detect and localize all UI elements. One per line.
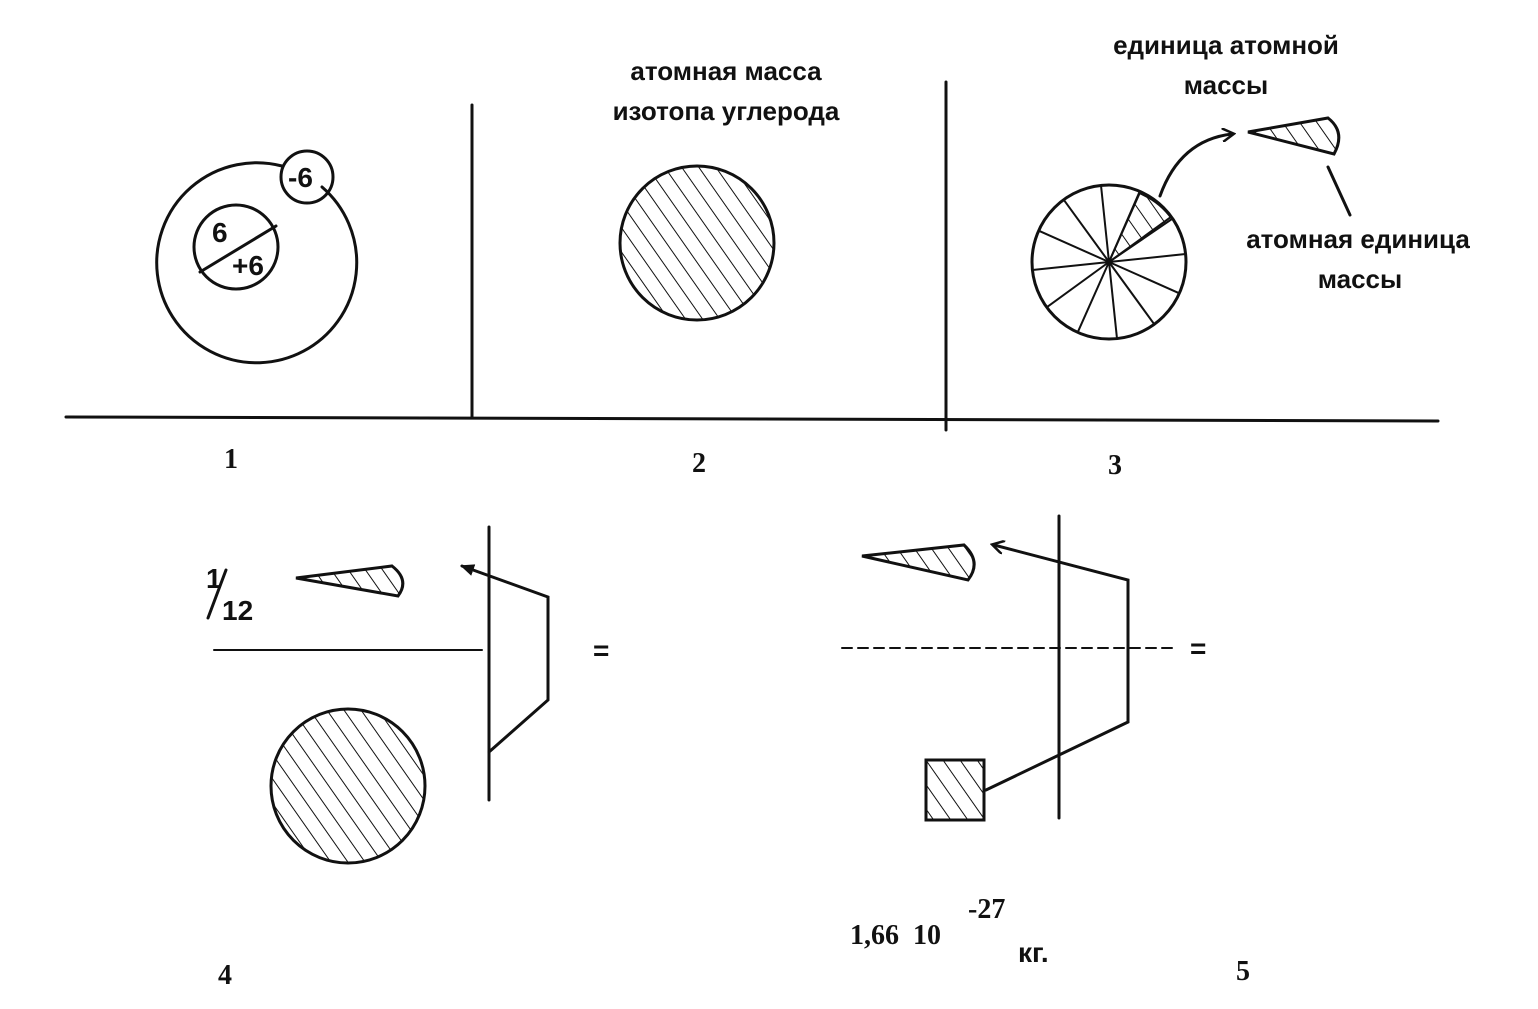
fraction-denominator: 12 xyxy=(222,595,253,626)
nucleus-divider xyxy=(198,224,278,274)
panel-number-5: 5 xyxy=(1236,956,1250,987)
disc-spoke xyxy=(1108,261,1118,339)
nucleus-mass-label: 6 xyxy=(212,217,228,248)
disc-spoke xyxy=(1076,261,1110,333)
disc-spoke xyxy=(1108,261,1180,295)
panel-number-2: 2 xyxy=(692,448,706,479)
balance-bracket-p5 xyxy=(984,545,1130,792)
panel-number-1: 1 xyxy=(224,444,238,475)
equals-sign-p4: = xyxy=(593,635,609,666)
disc-spoke xyxy=(1032,261,1110,271)
fraction-numerator: 1 xyxy=(206,563,222,594)
mass-exponent: -27 xyxy=(968,894,1005,925)
side-label-pointer xyxy=(1326,165,1352,217)
panel-2-title-line1: атомная масса xyxy=(630,56,822,86)
panel-1-atom-model: 6 +6 -6 1 xyxy=(155,149,359,475)
electron-orbit xyxy=(155,161,359,365)
panel-3-side-label-line1: атомная единица xyxy=(1246,224,1470,254)
mass-unit-wedge-p3 xyxy=(1247,116,1341,156)
carbon-disc-p4 xyxy=(269,707,427,865)
hatched-sector xyxy=(1106,191,1174,265)
equals-sign-p5: = xyxy=(1190,633,1206,664)
electron-charge-label: -6 xyxy=(288,162,313,193)
panel-number-4: 4 xyxy=(218,960,232,991)
disc-spoke xyxy=(1100,185,1110,263)
panel-3-top-label-line1: единица атомной xyxy=(1113,30,1339,60)
disc-spoke xyxy=(1108,191,1142,263)
mass-value: 1,66 10 xyxy=(850,920,941,951)
panel-number-3: 3 xyxy=(1108,450,1122,481)
panel-5-value-kg: = 1,66 10 -27 кг. 5 xyxy=(841,514,1250,987)
mass-unit-wedge-p5 xyxy=(861,543,976,582)
mass-unit-wedge-p4 xyxy=(295,564,405,598)
panel-2-title-line2: изотопа углерода xyxy=(613,96,840,126)
nucleus-charge-label: +6 xyxy=(232,250,264,281)
mass-unit: кг. xyxy=(1018,937,1049,968)
disc-spoke xyxy=(1046,261,1110,309)
disc-spoke xyxy=(1108,261,1156,325)
panel-2-carbon-isotope: атомная масса изотопа углерода 2 xyxy=(613,56,840,479)
disc-spoke xyxy=(1062,199,1110,263)
disc-spokes xyxy=(1032,185,1186,339)
kilogram-block xyxy=(924,758,986,822)
panel-3-side-label-line2: массы xyxy=(1318,264,1402,294)
divided-disc xyxy=(1030,183,1188,341)
baseline-divider xyxy=(64,415,1440,423)
extraction-arrow xyxy=(1158,134,1232,198)
panel-3-top-label-line2: массы xyxy=(1184,70,1268,100)
carbon-isotope-disc xyxy=(618,164,776,322)
panel-4-one-twelfth: 1 12 = 4 xyxy=(206,525,609,991)
disc-spoke xyxy=(1108,253,1186,263)
nucleus-circle xyxy=(192,203,280,291)
fraction-slash xyxy=(206,568,228,620)
disc-spoke xyxy=(1108,215,1172,263)
electron-circle xyxy=(279,149,335,205)
balance-bracket-p4 xyxy=(460,564,550,754)
disc-spoke xyxy=(1038,229,1110,263)
panel-3-twelfth-division: единица атомной массы атомная единица ма… xyxy=(1030,30,1470,481)
